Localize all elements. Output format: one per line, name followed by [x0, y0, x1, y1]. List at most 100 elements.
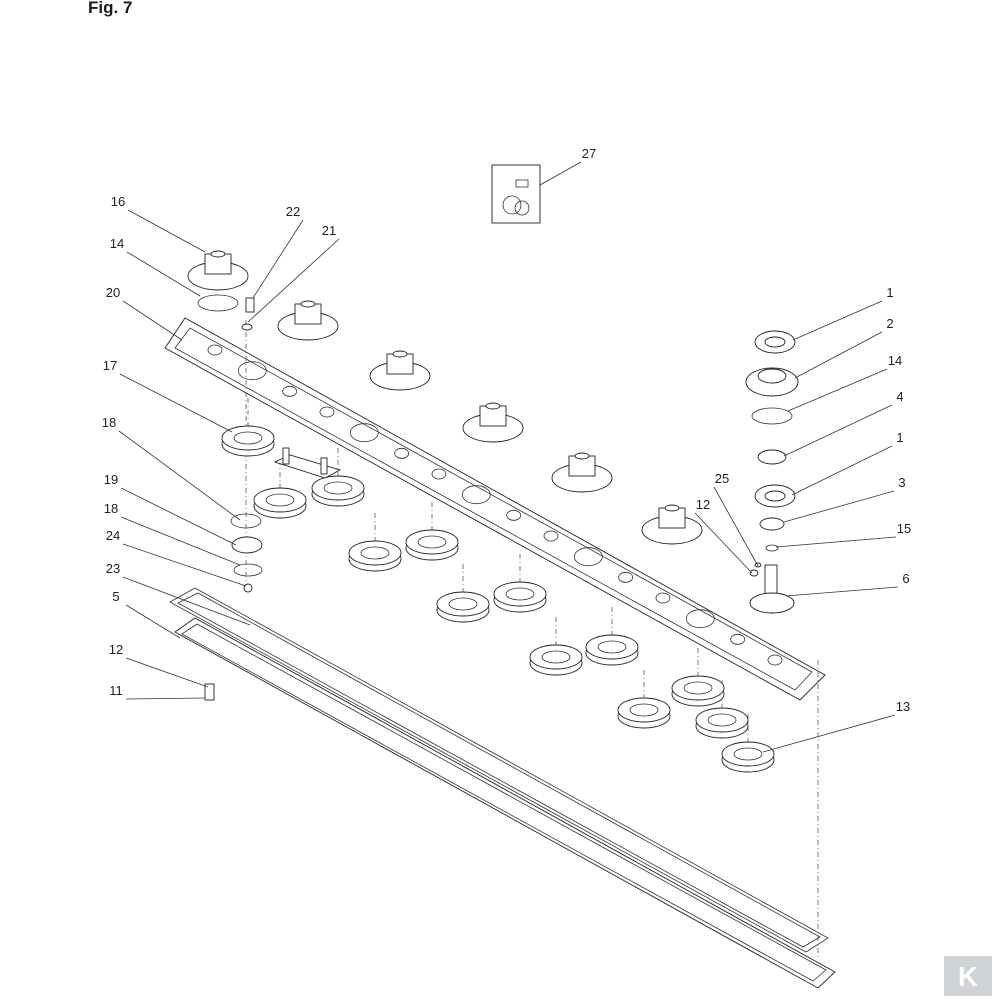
- housing-cap: [392, 350, 408, 358]
- beam-hole: [543, 530, 559, 542]
- gear-face: [695, 707, 749, 733]
- leader-line: [119, 373, 233, 433]
- housing-cap: [574, 452, 590, 460]
- callout-number: 12: [696, 497, 710, 512]
- beam-hole: [506, 509, 522, 521]
- gear-hub: [707, 713, 737, 727]
- gear-hub: [505, 587, 535, 601]
- gear-hub: [265, 493, 295, 507]
- leader-line: [783, 404, 893, 457]
- housing-cap: [210, 250, 226, 258]
- beam-hole: [431, 468, 447, 480]
- callout-number: 17: [103, 358, 117, 373]
- beam-hole: [237, 361, 267, 381]
- callout-number: 18: [104, 501, 118, 516]
- parts-kit-bag: [491, 164, 541, 224]
- callout-number: 16: [111, 194, 125, 209]
- callout-number: 11: [109, 683, 123, 698]
- callout-number: 23: [106, 561, 120, 576]
- callout-number: 3: [898, 475, 905, 490]
- callout-number: 25: [715, 471, 729, 486]
- brand-watermark: K: [944, 956, 992, 996]
- figure-title: Fig. 7: [88, 0, 133, 17]
- leader-line: [694, 512, 753, 574]
- leader-line: [126, 251, 201, 297]
- leader-line: [713, 486, 759, 567]
- beam-hole: [319, 406, 335, 418]
- housing-beam: [164, 317, 826, 701]
- callout-number: 20: [106, 285, 120, 300]
- bracket: [273, 447, 342, 479]
- leader-line: [792, 300, 883, 341]
- gear-hub: [597, 640, 627, 654]
- leader-line: [762, 714, 896, 753]
- leader-line: [125, 697, 206, 700]
- leader-line: [783, 490, 895, 523]
- bearing-stack: [745, 330, 799, 614]
- beam-hole: [655, 592, 671, 604]
- gear-set: [221, 425, 775, 773]
- gear-face: [721, 741, 775, 767]
- callout-number: 1: [896, 430, 903, 445]
- gear-face: [617, 697, 671, 723]
- housing-cap: [300, 300, 316, 308]
- gear-hub: [541, 650, 571, 664]
- leader-line: [122, 300, 183, 341]
- leader-line: [794, 331, 883, 379]
- callout-number: 13: [896, 699, 910, 714]
- gear-face: [585, 634, 639, 660]
- beam-hole: [685, 609, 715, 629]
- housing-cap: [664, 504, 680, 512]
- beam-hole: [207, 344, 223, 356]
- gear-face: [405, 529, 459, 555]
- gear-housings: [187, 250, 703, 545]
- callout-number: 21: [322, 223, 336, 238]
- leader-line: [791, 445, 893, 496]
- callout-number: 12: [109, 642, 123, 657]
- leader-line: [118, 430, 241, 521]
- callout-labels: 2716222114201718191824235121112144131525…: [102, 146, 911, 714]
- beam-hole: [349, 423, 379, 443]
- gear-hub: [629, 703, 659, 717]
- callout-number: 4: [896, 389, 903, 404]
- gasket: [169, 587, 829, 953]
- beam-hole: [394, 447, 410, 459]
- callout-number: 22: [286, 204, 300, 219]
- leader-line: [120, 516, 241, 566]
- callout-leaders: [118, 161, 899, 753]
- leader-line: [252, 219, 304, 299]
- gear-hub: [683, 681, 713, 695]
- gear-hub: [448, 597, 478, 611]
- gear-face: [436, 591, 490, 617]
- gear-hub: [417, 535, 447, 549]
- callout-number: 15: [897, 521, 911, 536]
- gear-face: [529, 644, 583, 670]
- callout-number: 6: [902, 571, 909, 586]
- left-bearing-stack: [197, 294, 762, 701]
- bottom-plate: [174, 617, 836, 989]
- beam-hole: [618, 571, 634, 583]
- leader-line: [125, 604, 181, 639]
- gear-hub: [233, 431, 263, 445]
- gear-face: [493, 581, 547, 607]
- callout-number: 1: [886, 285, 893, 300]
- housing-cap: [485, 402, 501, 410]
- leader-line: [125, 657, 209, 688]
- gear-face: [221, 425, 275, 451]
- gear-face: [253, 487, 307, 513]
- leader-line: [787, 368, 888, 412]
- leader-line: [247, 238, 340, 323]
- callout-number: 5: [112, 589, 119, 604]
- leader-line: [775, 536, 897, 548]
- gear-face: [311, 475, 365, 501]
- beam-hole: [730, 633, 746, 645]
- svg-text:K: K: [958, 961, 978, 992]
- beam-hole: [461, 485, 491, 505]
- leader-line: [539, 161, 582, 186]
- leader-line: [120, 487, 237, 546]
- leader-line: [122, 543, 247, 587]
- callout-number: 14: [888, 353, 902, 368]
- gear-face: [671, 675, 725, 701]
- callout-number: 19: [104, 472, 118, 487]
